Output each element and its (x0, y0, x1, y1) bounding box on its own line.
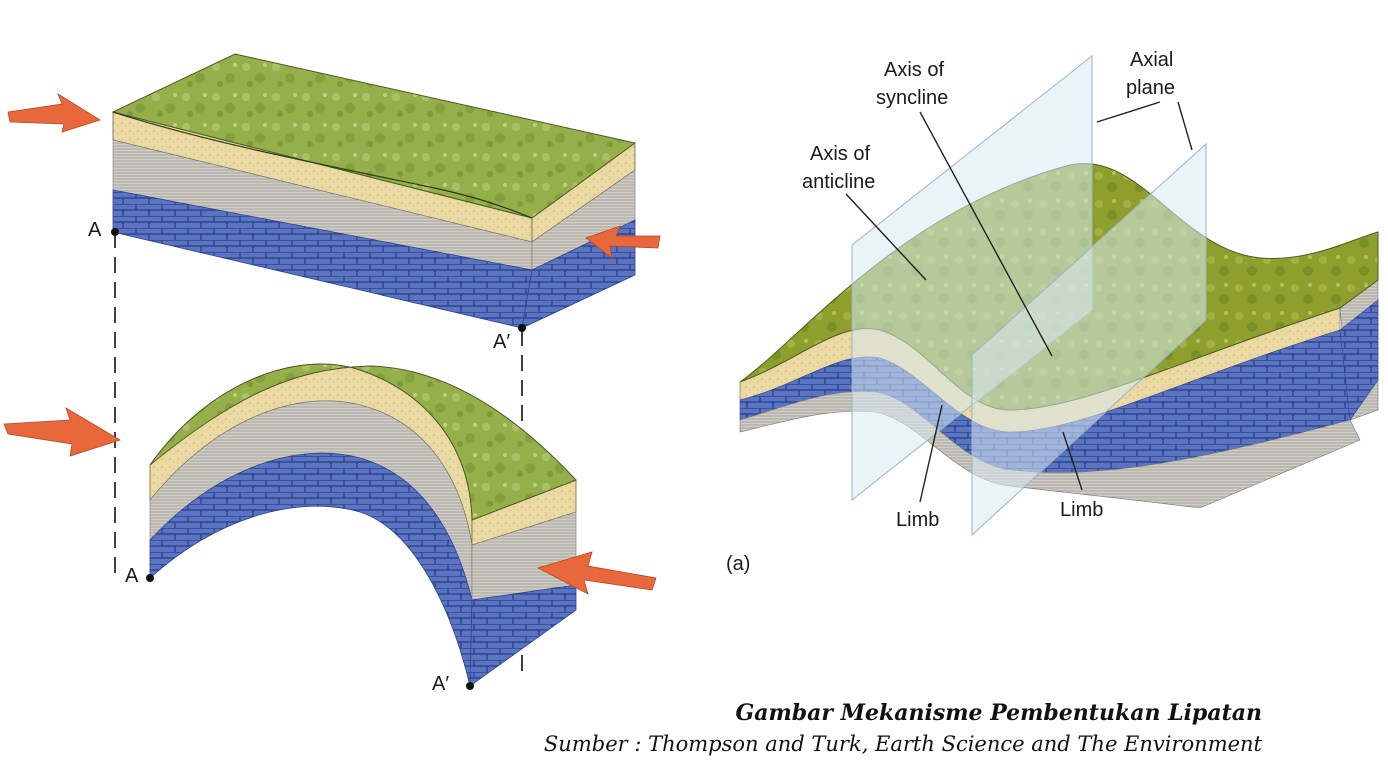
point-a-prime-top-marker (518, 324, 526, 332)
label-axial-plane-2: plane (1126, 77, 1175, 99)
label-axis-syncline-2: syncline (876, 87, 948, 109)
leader-axis-syncline (919, 111, 1053, 357)
axial-plane-syncline (971, 142, 1207, 537)
label-limb-left: Limb (896, 509, 939, 531)
leader-axial-plane-2 (1177, 101, 1193, 151)
label-point-a-prime-top: A′ (493, 331, 510, 353)
compression-arrow-right-bottom (536, 551, 657, 595)
label-axis-anticline-2: anticline (802, 171, 875, 193)
point-a-top-marker (111, 228, 119, 236)
compression-arrow-left-top (7, 93, 101, 133)
leader-limb-left (919, 404, 943, 503)
point-a-prime-bottom-marker (466, 682, 474, 690)
label-point-a-prime-bottom: A′ (432, 673, 449, 695)
label-axial-plane-1: Axial (1130, 49, 1173, 71)
label-panel-tag: (a) (726, 553, 750, 575)
leader-axial-plane (1096, 101, 1161, 123)
label-limb-right: Limb (1060, 499, 1103, 521)
compression-arrow-left-bottom (3, 407, 121, 457)
point-a-bottom-marker (146, 574, 154, 582)
caption-source: Sumber : Thompson and Turk, Earth Scienc… (543, 732, 1262, 756)
caption-title: Gambar Mekanisme Pembentukan Lipatan (735, 700, 1262, 726)
flat-strata-block (111, 53, 637, 329)
folded-strata-block (149, 363, 577, 687)
leader-axis-anticline (845, 193, 927, 281)
leader-limb-right (1062, 431, 1083, 491)
compression-arrow-right-top (585, 225, 661, 259)
label-point-a-bottom: A (125, 565, 139, 587)
label-axis-syncline-1: Axis of (884, 59, 944, 81)
label-axis-anticline-1: Axis of (810, 143, 870, 165)
label-point-a-top: A (88, 219, 102, 241)
